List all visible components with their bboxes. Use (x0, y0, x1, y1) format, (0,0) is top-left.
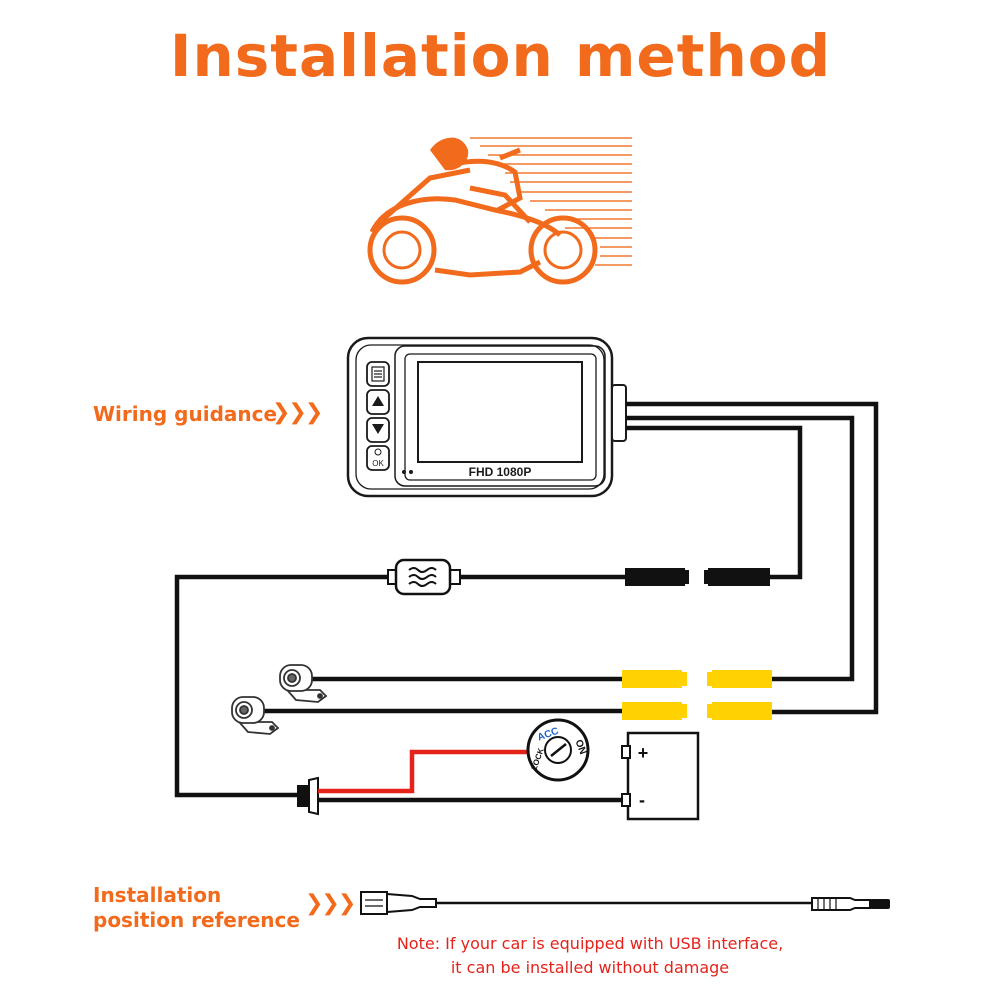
voltage-converter (387, 558, 461, 596)
battery: + - (621, 731, 700, 821)
device-port (611, 384, 627, 442)
installation-position-label-line1: Installation (93, 883, 222, 907)
ignition-switch: ACC ON LOCK (526, 718, 590, 782)
power-cable (174, 574, 625, 798)
black-connector-male (708, 568, 770, 586)
page-title: Installation method (169, 22, 832, 90)
usb-cable (360, 891, 890, 915)
wave-icon (408, 567, 437, 587)
dashcam-monitor: OK FHD 1080P (346, 336, 627, 498)
rear-camera-connector-female (622, 702, 682, 720)
battery-minus-label: - (639, 790, 645, 810)
ok-label: OK (372, 459, 384, 468)
yellow-connectors (622, 670, 772, 720)
red-positive-wire (318, 749, 532, 794)
wiring-guidance-label: Wiring guidance (93, 402, 278, 426)
front-camera-connector-female (622, 670, 682, 688)
up-arrow-icon (372, 396, 384, 406)
menu-icon (371, 366, 385, 382)
power-plug (297, 776, 319, 816)
usb-note-line1: Note: If your car is equipped with USB i… (396, 934, 784, 953)
camera-cables (262, 676, 622, 714)
power-icon (374, 448, 382, 456)
battery-plus-label: + (638, 743, 649, 763)
down-arrow-icon (372, 424, 384, 434)
screen-caption: FHD 1080P (469, 465, 532, 479)
key-slot-icon (550, 743, 567, 757)
device-cables (626, 401, 879, 715)
usb-note-line2: it can be installed without damage (450, 958, 730, 977)
on-label: ON (573, 738, 588, 756)
installation-position-label-line2: position reference (93, 908, 300, 932)
ok-button (366, 445, 390, 471)
motorcycle-illustration (367, 137, 632, 285)
front-camera (279, 664, 328, 703)
black-connector-female (625, 568, 685, 586)
usb-plug-icon (360, 891, 388, 915)
chevrons-icon: ❯❯❯ (272, 400, 323, 425)
rear-camera (231, 696, 280, 735)
round-connector (811, 897, 871, 911)
usb-note: Note: If your car is equipped with USB i… (330, 932, 850, 980)
rear-camera-connector-male (712, 702, 772, 720)
installation-position-label: Installation position reference (93, 883, 300, 933)
front-camera-connector-male (712, 670, 772, 688)
chevrons-icon-2: ❯❯❯ (305, 891, 356, 916)
